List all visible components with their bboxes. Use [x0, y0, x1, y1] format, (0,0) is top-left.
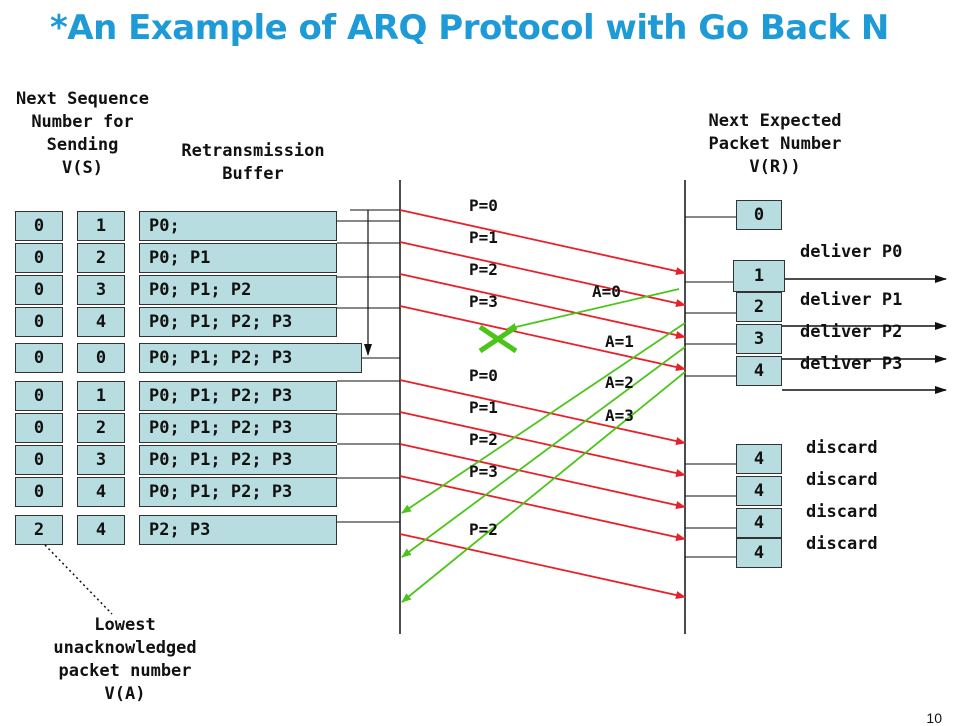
- packet-label: P=2: [469, 520, 498, 539]
- packet-label: P=3: [469, 292, 498, 311]
- packet-arrow: [399, 475, 686, 541]
- buffer-cell: P0; P1; P2; P3: [139, 307, 337, 337]
- packet-arrow: [399, 209, 686, 275]
- next-expected-label: Next Expected Packet Number V(R)): [708, 111, 842, 177]
- buffer-cell: P0; P1; P2; P3: [139, 343, 362, 373]
- vr-cell: 4: [736, 356, 782, 386]
- buffer-cell: P0;: [139, 211, 337, 241]
- packet-arrow: [399, 305, 686, 371]
- deliver-label: deliver P3: [800, 354, 903, 374]
- packet-label: P=2: [469, 430, 498, 449]
- vr-cell: 1: [733, 260, 785, 292]
- packet-label: P=2: [469, 260, 498, 279]
- next-sequence-label: Next Sequence Number for Sending V(S): [15, 89, 150, 178]
- va-cell: 2: [15, 515, 63, 545]
- retransmission-buffer-label: Retransmission Buffer: [181, 141, 325, 184]
- buffer-cell: P0; P1; P2; P3: [139, 477, 337, 507]
- va-cell: 0: [15, 211, 63, 241]
- vr-cell: 0: [736, 200, 782, 230]
- discard-label: discard: [806, 438, 878, 458]
- va-cell: 0: [15, 243, 63, 273]
- lowest-unacknowledged-label: Lowest unacknowledged packet number V(A): [53, 615, 197, 704]
- va-cell: 0: [15, 477, 63, 507]
- vr-cell: 4: [736, 476, 782, 506]
- deliver-label: deliver P0: [800, 242, 903, 262]
- discard-label: discard: [806, 534, 878, 554]
- discard-label: discard: [806, 502, 878, 522]
- packet-label: P=1: [469, 228, 498, 247]
- vs-cell: 3: [77, 275, 125, 305]
- ack-label: A=0: [592, 282, 621, 301]
- packet-arrow: [399, 273, 686, 339]
- packet-arrow: [399, 533, 686, 599]
- packet-arrow: [399, 379, 686, 445]
- ack-arrow-lost: [506, 288, 680, 331]
- buffer-cell: P0; P1; P2; P3: [139, 413, 337, 443]
- packet-label: P=0: [469, 196, 498, 215]
- lost-ack-cross-icon: [478, 324, 518, 354]
- vr-cell: 4: [736, 538, 782, 568]
- buffer-cell: P0; P1; P2; P3: [139, 381, 337, 411]
- vr-cell: 2: [736, 292, 782, 322]
- vs-cell: 2: [77, 413, 125, 443]
- vs-cell: 2: [77, 243, 125, 273]
- deliver-label: deliver P1: [800, 290, 903, 310]
- vr-cell: 3: [736, 324, 782, 354]
- packet-arrow: [399, 411, 686, 477]
- packet-arrow: [399, 443, 686, 509]
- va-cell: 0: [15, 275, 63, 305]
- ack-label: A=2: [605, 373, 634, 392]
- ack-arrow: [401, 322, 686, 514]
- va-leader-dotted: [44, 544, 113, 615]
- discard-label: discard: [806, 470, 878, 490]
- ack-arrow: [401, 346, 686, 558]
- va-cell: 0: [15, 343, 63, 373]
- deliver-label: deliver P2: [800, 322, 903, 342]
- vs-cell: 3: [77, 445, 125, 475]
- buffer-cell: P0; P1; P2: [139, 275, 337, 305]
- page-title: *An Example of ARQ Protocol with Go Back…: [50, 8, 889, 48]
- vs-cell: 4: [77, 477, 125, 507]
- vs-cell: 0: [77, 343, 125, 373]
- buffer-cell: P0; P1; P2; P3: [139, 445, 337, 475]
- slide-number: 10: [926, 710, 942, 726]
- va-cell: 0: [15, 413, 63, 443]
- ack-label: A=3: [605, 406, 634, 425]
- buffer-cell: P0; P1: [139, 243, 337, 273]
- buffer-cell: P2; P3: [139, 515, 337, 545]
- va-cell: 0: [15, 445, 63, 475]
- vs-cell: 4: [77, 515, 125, 545]
- packet-label: P=0: [469, 366, 498, 385]
- packet-label: P=3: [469, 462, 498, 481]
- vs-cell: 1: [77, 211, 125, 241]
- packet-arrow: [399, 241, 686, 307]
- vs-cell: 4: [77, 307, 125, 337]
- vr-cell: 4: [736, 444, 782, 474]
- va-cell: 0: [15, 307, 63, 337]
- ack-arrow: [401, 371, 686, 603]
- vr-cell: 4: [736, 508, 782, 538]
- ack-label: A=1: [605, 332, 634, 351]
- va-cell: 0: [15, 381, 63, 411]
- vs-cell: 1: [77, 381, 125, 411]
- packet-label: P=1: [469, 398, 498, 417]
